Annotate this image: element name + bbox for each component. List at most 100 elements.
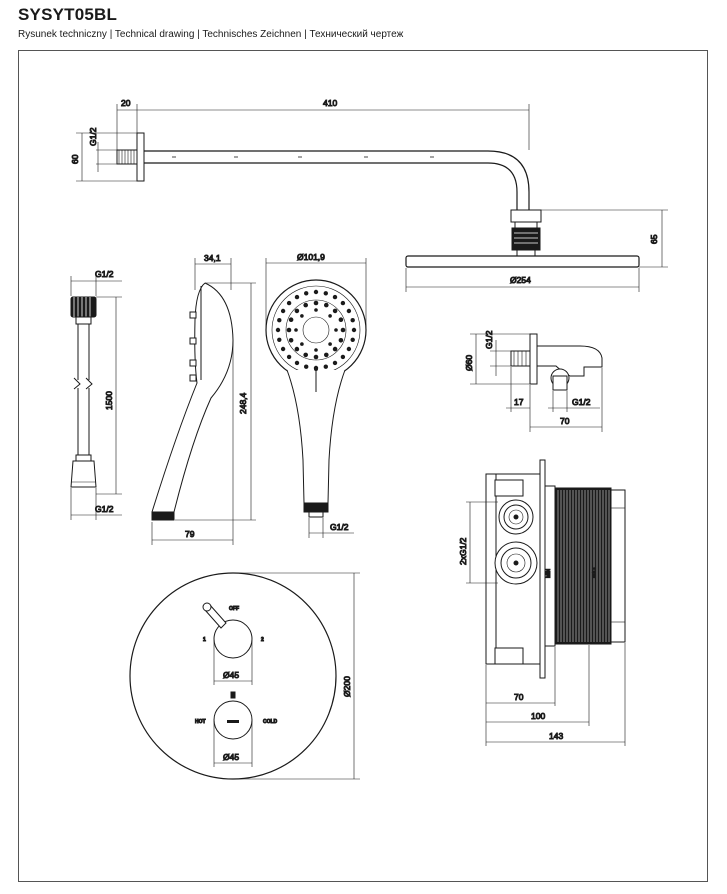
dim-box-100: 100 <box>531 711 545 721</box>
nozzle-dot <box>338 317 344 323</box>
nozzle-dot <box>280 346 286 352</box>
nozzle-dot <box>280 308 286 314</box>
dim-hose-thread-bottom: G1/2 <box>95 504 114 514</box>
dim-knob-top: Ø45 <box>223 670 239 680</box>
dim-box-70: 70 <box>514 692 524 702</box>
product-model-title: SYSYT05BL <box>18 5 118 24</box>
dim-holder-flange: Ø60 <box>464 355 474 371</box>
nozzle-dot <box>286 300 292 306</box>
nozzle-dot <box>286 327 292 333</box>
nozzle-dot <box>324 352 329 358</box>
dim-head-diameter: Ø254 <box>510 275 531 285</box>
nozzle-dot <box>332 308 338 314</box>
nozzle-dot <box>277 337 282 342</box>
dim-hand-length: 248,4 <box>238 392 248 414</box>
dim-plate-diameter: Ø200 <box>342 676 352 697</box>
nozzle-dot <box>288 317 294 323</box>
nozzle-dot <box>286 354 292 360</box>
dim-box-threads: 2xG1/2 <box>458 537 468 565</box>
hand-front-dimensions <box>265 258 367 538</box>
dim-arm-flange: 60 <box>70 154 80 164</box>
hand-shower-front-view <box>265 279 367 518</box>
nozzle-dot <box>277 318 282 323</box>
nozzle-dot <box>328 342 332 346</box>
hand-shower-side-view <box>151 282 234 521</box>
plate-dimensions <box>213 572 360 780</box>
shower-arm <box>116 132 530 210</box>
nozzle-dot <box>303 302 309 308</box>
nozzle-dot <box>340 354 346 360</box>
nozzle-dot <box>346 346 352 352</box>
nozzle-dot <box>294 360 300 366</box>
nozzle-dot <box>275 327 281 333</box>
concealed-box <box>485 459 626 679</box>
nozzle-dot <box>323 364 328 369</box>
shower-hose <box>70 296 97 488</box>
nozzle-dot <box>338 338 344 343</box>
nozzle-dot <box>346 308 352 314</box>
dim-holder-depth: 70 <box>560 416 570 426</box>
dim-holder-depth-small: 17 <box>514 397 524 407</box>
drawing-subtitle: Rysunek techniczny | Technical drawing |… <box>18 29 404 40</box>
dim-holder-outlet-thread: G1/2 <box>572 397 591 407</box>
label-cold: COLD <box>263 719 278 725</box>
cover-plate <box>129 572 337 780</box>
arm-wall-flange <box>136 132 145 182</box>
nozzle-dot <box>332 346 338 352</box>
dim-holder-thread: G1/2 <box>484 330 494 349</box>
drawing-frame <box>18 50 708 882</box>
nozzle-dot <box>314 308 318 312</box>
nozzle-dot <box>313 354 319 360</box>
nozzle-dot <box>314 348 318 352</box>
dim-arm-thread: G1/2 <box>88 127 98 146</box>
nozzle-dot <box>294 294 300 300</box>
dim-hose-length: 1500 <box>104 391 114 410</box>
nozzle-dot <box>300 314 304 318</box>
nozzle-dot <box>313 300 319 306</box>
dim-arm-length: 410 <box>323 98 337 108</box>
nozzle-dot <box>300 342 304 346</box>
nozzle-dot <box>340 300 346 306</box>
nozzle-dot <box>304 291 309 296</box>
label-off: OFF <box>229 606 239 612</box>
nozzle-dot <box>304 364 309 369</box>
nozzle-dot <box>350 337 355 342</box>
nozzle-dot <box>328 314 332 318</box>
dim-knob-bottom: Ø45 <box>223 752 239 762</box>
wall-outlet-holder <box>510 333 603 391</box>
dim-hand-thread: G1/2 <box>330 522 349 532</box>
nozzle-dot <box>303 352 309 358</box>
holder-dimensions <box>470 333 603 432</box>
nozzle-dot <box>313 289 319 295</box>
dim-box-143: 143 <box>549 731 563 741</box>
label-mode-right: 2 <box>261 637 264 643</box>
nozzle-dot <box>288 338 294 343</box>
label-max: MAX <box>592 566 598 578</box>
nozzle-dot <box>340 327 346 333</box>
nozzle-dot <box>294 308 300 314</box>
dim-arm-wall-depth: 20 <box>121 98 131 108</box>
nozzle-dot <box>334 328 338 332</box>
arm-dimensions <box>76 104 668 292</box>
dim-hand-face: Ø101,9 <box>297 252 325 262</box>
nozzle-dot <box>332 360 338 366</box>
rain-shower-head <box>405 209 640 268</box>
label-mode-left: 1 <box>203 637 206 643</box>
hand-side-dimensions <box>151 258 256 545</box>
dim-hand-width: 34,1 <box>204 253 221 263</box>
nozzle-dot <box>294 346 300 352</box>
nozzle-dot <box>294 328 298 332</box>
hose-dimensions <box>70 276 122 520</box>
label-hot: HOT <box>195 719 206 725</box>
dim-head-drop: 65 <box>649 234 659 244</box>
nozzle-dot <box>332 294 338 300</box>
dim-hand-depth: 79 <box>185 529 195 539</box>
box-dimensions <box>466 501 626 746</box>
nozzle-dot <box>351 327 357 333</box>
nozzle-dot <box>350 318 355 323</box>
dim-hose-thread-top: G1/2 <box>95 269 114 279</box>
nozzle-dot <box>323 291 328 296</box>
nozzle-dot <box>324 302 329 308</box>
label-min: MIN <box>546 568 552 578</box>
